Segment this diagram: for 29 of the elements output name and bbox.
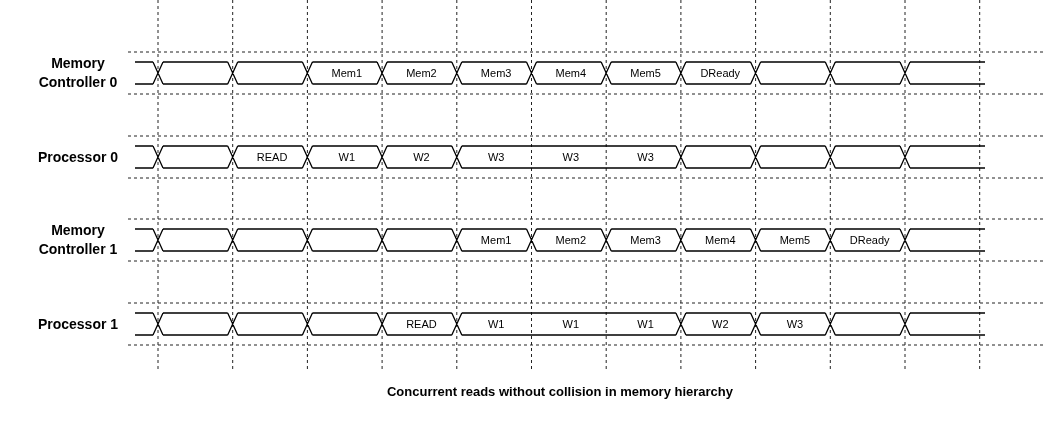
bus-value: Mem5 (630, 67, 661, 79)
bus-value: Mem1 (331, 67, 363, 79)
bus-value: W1 (338, 151, 355, 163)
signal-name: Memory Controller 1 (37, 221, 119, 259)
bus-value: READ (256, 151, 288, 163)
bus-value: W3 (562, 151, 580, 163)
bus-value: Mem5 (779, 234, 811, 246)
bus-value: W2 (712, 318, 729, 330)
bus-value: W3 (786, 318, 804, 330)
bus-value: W3 (487, 151, 505, 163)
signal-name: Processor 1 (36, 314, 120, 334)
caption: Concurrent reads without collision in memory hierarchy (387, 384, 733, 399)
bus-value: W1 (562, 318, 580, 330)
bus-value: READ (406, 318, 437, 330)
bus-value: DReady (849, 234, 890, 246)
bus-value: Mem3 (630, 234, 661, 246)
bus-value: Mem3 (480, 67, 512, 79)
bus-value: Mem2 (555, 234, 587, 246)
bus-value: Mem4 (555, 67, 587, 79)
bus-value: Mem1 (480, 234, 512, 246)
bus-value: W1 (637, 318, 654, 330)
signal-name: Memory Controller 0 (37, 54, 119, 92)
bus-value: DReady (700, 67, 741, 79)
bus-value: W3 (637, 151, 654, 163)
signal-name: Processor 0 (36, 147, 120, 167)
bus-value: Mem2 (406, 67, 437, 79)
bus-value: Mem4 (704, 234, 736, 246)
bus-value: W2 (413, 151, 430, 163)
bus-value: W1 (487, 318, 505, 330)
